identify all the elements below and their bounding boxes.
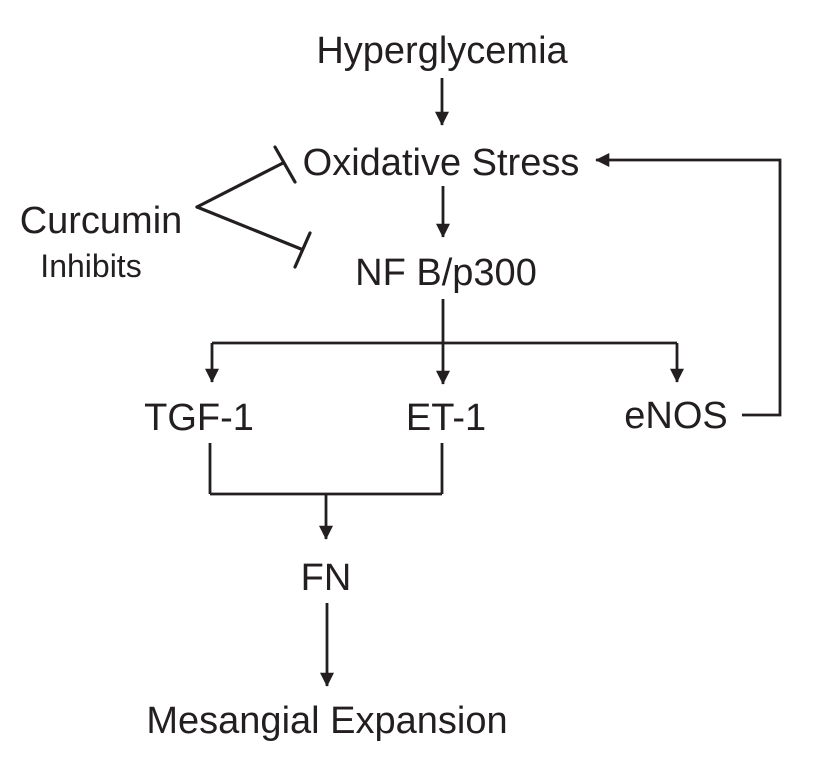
node-tgf-1: TGF-1 xyxy=(144,397,254,439)
node-fn: FN xyxy=(301,557,352,599)
label-curcumin: Curcumin xyxy=(20,200,183,242)
node-enos: eNOS xyxy=(624,395,727,437)
node-oxidative-stress: Oxidative Stress xyxy=(303,142,580,184)
node-hyperglycemia: Hyperglycemia xyxy=(316,30,568,72)
inhibition-tbar-nfkb xyxy=(293,231,312,269)
feedback-arrow-enos-to-oxidative-stress xyxy=(595,153,782,417)
inhibit-arm-to-oxidative-stress xyxy=(195,161,285,209)
node-mesangial-expansion: Mesangial Expansion xyxy=(146,700,507,742)
inhibit-arm-to-nfkb xyxy=(195,205,303,251)
node-nfkb-p300: NF B/p300 xyxy=(355,252,537,294)
label-inhibits: Inhibits xyxy=(40,248,141,284)
node-et-1: ET-1 xyxy=(406,397,486,439)
inhibition-tbar-oxidative-stress xyxy=(273,145,297,184)
